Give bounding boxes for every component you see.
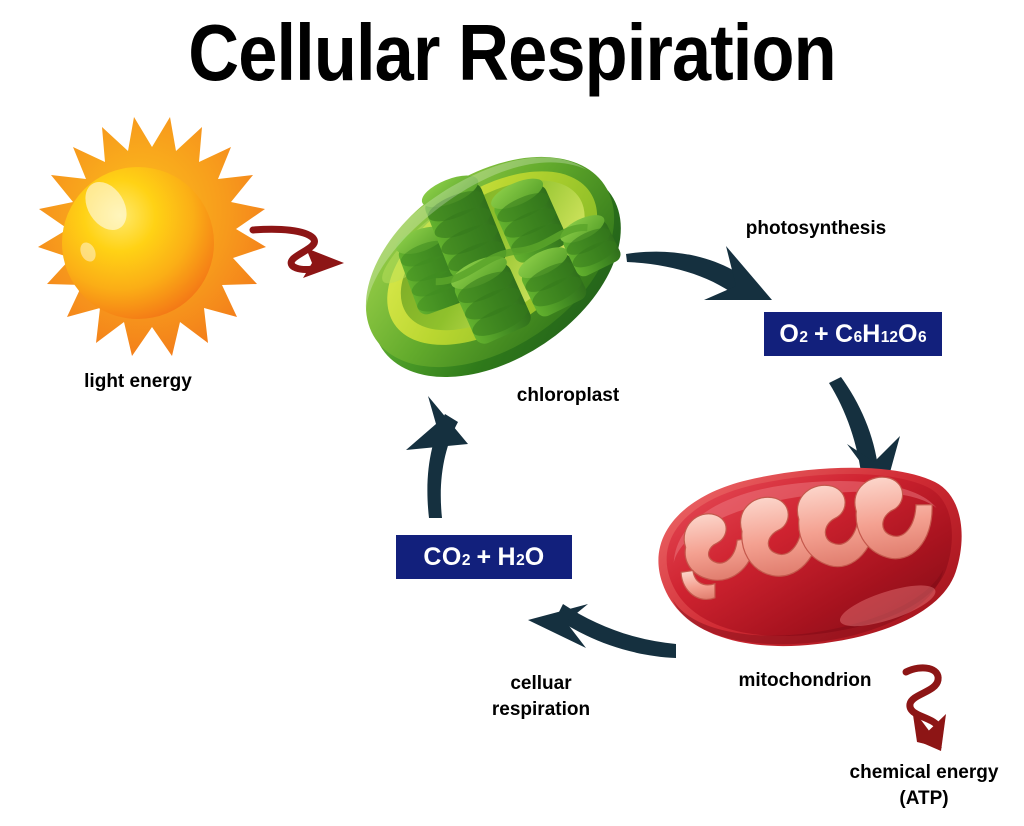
sun-icon xyxy=(38,113,266,356)
formula-co: CO xyxy=(423,542,462,571)
cristae-folds xyxy=(680,476,933,600)
formula-o-sub: 2 xyxy=(799,329,808,347)
chloroplast-icon xyxy=(364,156,621,378)
formula-operator: + xyxy=(476,542,492,571)
curved-arrow-up-icon xyxy=(406,396,468,518)
formula-c-sub: 6 xyxy=(853,329,863,347)
label-chloroplast: chloroplast xyxy=(516,385,620,406)
page-title: Cellular Respiration xyxy=(188,8,836,97)
red-zigzag-arrowhead-icon xyxy=(303,248,344,278)
red-zigzag-arrowhead-down-icon xyxy=(912,708,946,751)
formula-o2-sub: 6 xyxy=(918,329,927,347)
red-zigzag-arrow-right-icon xyxy=(249,225,322,273)
formula-h: H xyxy=(862,319,881,348)
label-cellular-respiration: celluar respiration xyxy=(491,673,591,720)
formula-o2: O xyxy=(898,319,918,348)
curved-arrow-left-icon xyxy=(528,604,676,658)
formula-operator: + xyxy=(813,319,830,348)
mitochondrion-icon xyxy=(658,467,962,647)
red-zigzag-arrow-down-icon xyxy=(902,664,942,730)
formula-co-sub: 2 xyxy=(461,552,471,570)
label-chemical-energy-atp: chemical energy (ATP) xyxy=(849,762,999,809)
formula-water-sub: 2 xyxy=(516,552,525,570)
label-light-energy: light energy xyxy=(84,371,192,392)
formula-h-sub: 12 xyxy=(880,329,899,347)
formula-water-h: H xyxy=(497,542,517,571)
formula-c: C xyxy=(835,319,854,348)
curved-arrow-right-down-icon xyxy=(626,246,772,300)
label-photosynthesis: photosynthesis xyxy=(745,218,887,239)
label-mitochondrion: mitochondrion xyxy=(738,670,872,691)
granum-stack xyxy=(395,175,621,344)
formula-water-o: O xyxy=(524,542,545,571)
formula-o: O xyxy=(779,319,800,348)
